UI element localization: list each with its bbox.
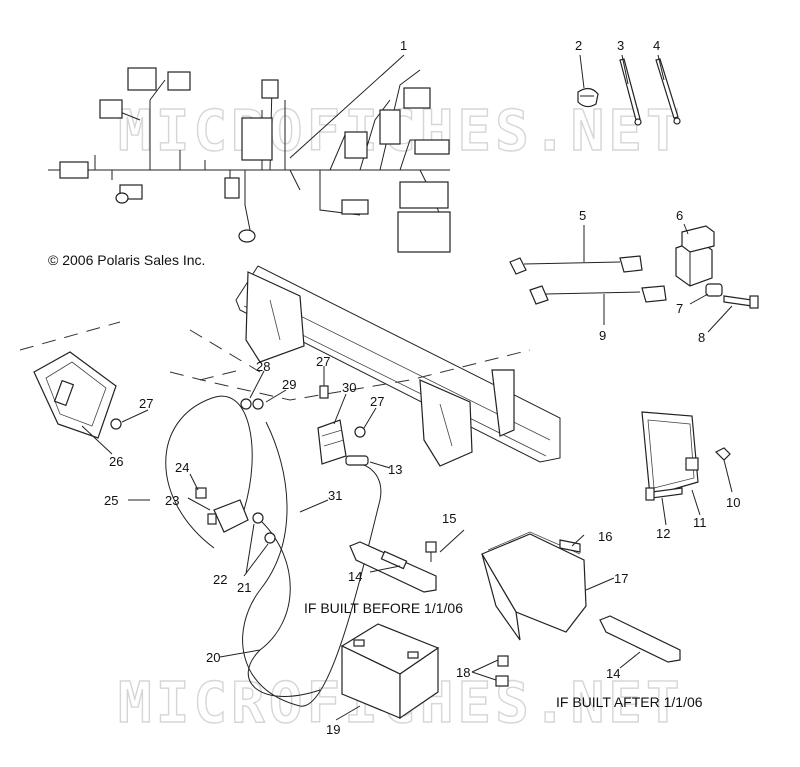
copyright-text: © 2006 Polaris Sales Inc.	[48, 252, 205, 268]
callout-16: 16	[598, 529, 612, 544]
callout-30: 30	[342, 380, 356, 395]
part-13-terminal	[345, 455, 369, 466]
part-18-fasteners	[495, 655, 509, 687]
callout-5: 5	[579, 208, 586, 223]
part-21-nut	[264, 532, 276, 544]
callout-8: 8	[698, 330, 705, 345]
callout-17: 17	[614, 571, 628, 586]
callout-15: 15	[442, 511, 456, 526]
callout-27b: 27	[316, 354, 330, 369]
part-29-washer	[252, 398, 264, 410]
part-24-bolt	[195, 487, 207, 499]
part-9-sensor-cable	[529, 285, 667, 305]
frame	[19, 265, 561, 467]
part-6-relay	[675, 225, 715, 287]
callout-31: 31	[328, 488, 342, 503]
callout-4: 4	[653, 38, 660, 53]
callout-14b: 14	[606, 666, 620, 681]
part-7-spacer	[705, 283, 723, 297]
watermark-top: MICROFICHES.NET	[118, 99, 684, 164]
callout-12: 12	[656, 526, 670, 541]
callout-3: 3	[617, 38, 624, 53]
part-23-solenoid	[207, 499, 249, 533]
part-25-cable	[165, 395, 253, 549]
callout-10: 10	[726, 495, 740, 510]
callout-2: 2	[575, 38, 582, 53]
part-27-fastener-c	[354, 426, 366, 438]
callout-27c: 27	[370, 394, 384, 409]
part-28-nut	[240, 398, 252, 410]
part-26-cover	[33, 351, 117, 439]
callout-7: 7	[676, 301, 683, 316]
part-27-fastener-b	[110, 418, 122, 430]
callout-18: 18	[456, 665, 470, 680]
note-built-before: IF BUILT BEFORE 1/1/06	[304, 600, 463, 616]
part-27-fastener-a	[319, 385, 329, 399]
callout-14a: 14	[348, 569, 362, 584]
note-built-after: IF BUILT AFTER 1/1/06	[556, 694, 703, 710]
part-22-nut	[252, 512, 264, 524]
callout-21: 21	[237, 580, 251, 595]
part-19-battery	[340, 623, 440, 720]
leader-lines	[81, 54, 733, 721]
part-14-strap-after	[599, 615, 681, 663]
part-2-clip	[577, 87, 599, 108]
part-5-sensor-cable	[509, 255, 643, 275]
callout-25: 25	[104, 493, 118, 508]
part-10-nut	[714, 447, 731, 461]
wiring-harness	[48, 67, 451, 253]
callout-27a: 27	[139, 396, 153, 411]
callout-26: 26	[109, 454, 123, 469]
part-8-bolt	[723, 295, 759, 309]
callout-22: 22	[213, 572, 227, 587]
part-11-ecu	[641, 411, 699, 497]
callout-9: 9	[599, 328, 606, 343]
part-30-fuse-block	[317, 419, 347, 465]
callout-29: 29	[282, 377, 296, 392]
callout-1: 1	[400, 38, 407, 53]
callout-19: 19	[326, 722, 340, 737]
callout-28: 28	[256, 359, 270, 374]
callout-13: 13	[388, 462, 402, 477]
callout-11: 11	[693, 515, 707, 530]
callout-6: 6	[676, 208, 683, 223]
part-31-cable	[242, 421, 382, 707]
callout-24: 24	[175, 460, 189, 475]
callout-20: 20	[206, 650, 220, 665]
part-17-battery-box	[481, 531, 587, 641]
callout-23: 23	[165, 493, 179, 508]
part-12-bolt	[645, 487, 683, 501]
part-15-bolt	[425, 541, 437, 562]
